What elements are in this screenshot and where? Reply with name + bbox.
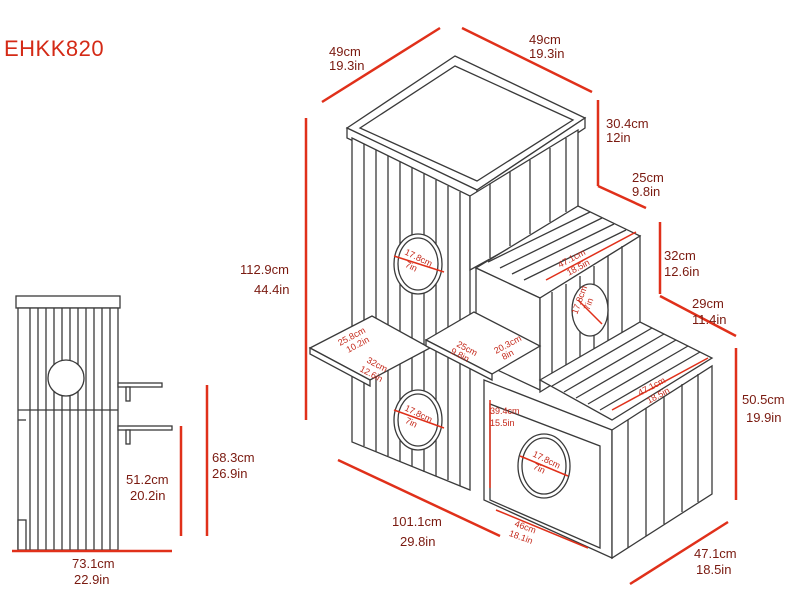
platform-right-width-in: 8in <box>500 347 515 361</box>
label-top-left-width: 49cm 19.3in <box>329 44 364 73</box>
label-side-total-width: 73.1cm 22.9in <box>72 556 115 587</box>
door-height-cm: 39.4cm <box>490 406 520 416</box>
hole-bottom-right-in: 7in <box>532 461 547 475</box>
main-dimension-lines <box>304 26 738 586</box>
side-height-lower-in: 20.2in <box>130 488 165 503</box>
step1-depth-cm: 25cm <box>632 170 664 185</box>
side-dimension-lines <box>12 385 209 553</box>
total-length-in: 29.8in <box>400 534 435 549</box>
mid-box-height-in: 12.6in <box>664 264 699 279</box>
top-right-depth-cm: 49cm <box>529 32 561 47</box>
bottom-box-height-in: 19.9in <box>746 410 781 425</box>
label-door-height: 39.4cm 15.5in <box>490 406 520 428</box>
label-side-height-lower: 51.2cm 20.2in <box>126 472 169 503</box>
side-total-width-cm: 73.1cm <box>72 556 115 571</box>
total-length-cm: 101.1cm <box>392 514 442 529</box>
hole-top-in: 7in <box>404 259 419 273</box>
label-step2-depth: 29cm 11.4in <box>692 296 726 327</box>
label-top-right-depth: 49cm 19.3in <box>529 32 564 61</box>
label-bottom-depth: 47.1cm 18.5in <box>694 546 737 577</box>
bottom-depth-in: 18.5in <box>696 562 731 577</box>
label-side-height-upper: 68.3cm 26.9in <box>212 450 255 481</box>
top-right-depth-in: 19.3in <box>529 46 564 61</box>
label-mid-box-height: 32cm 12.6in <box>664 248 699 279</box>
side-view <box>15 295 173 551</box>
step2-depth-cm: 29cm <box>692 296 724 311</box>
top-box-height-cm: 30.4cm <box>606 116 649 131</box>
top-left-width-in: 19.3in <box>329 58 364 73</box>
total-height-cm: 112.9cm <box>240 262 289 277</box>
label-bottom-box-height: 50.5cm 19.9in <box>742 392 785 425</box>
bottom-box-height-cm: 50.5cm <box>742 392 785 407</box>
label-total-length: 101.1cm 29.8in <box>392 514 442 549</box>
bottom-depth-cm: 47.1cm <box>694 546 737 561</box>
side-total-width-in: 22.9in <box>74 572 109 587</box>
platforms <box>308 311 542 388</box>
side-height-upper-in: 26.9in <box>212 466 247 481</box>
model-number: EHKK820 <box>4 36 105 61</box>
bottom-left-entry-hole <box>393 389 443 451</box>
top-left-width-cm: 49cm <box>329 44 361 59</box>
total-height-in: 44.4in <box>254 282 289 297</box>
top-box <box>345 55 587 491</box>
middle-entry-hole <box>571 283 609 337</box>
hole-bottom-left-in: 7in <box>404 415 419 429</box>
label-step1-depth: 25cm 9.8in <box>632 170 664 199</box>
bottom-box <box>393 321 714 560</box>
side-height-upper-cm: 68.3cm <box>212 450 255 465</box>
mid-box-height-cm: 32cm <box>664 248 696 263</box>
step2-depth-in: 11.4in <box>692 312 726 327</box>
top-box-height-in: 12in <box>606 130 631 145</box>
hole-mid-in: 7in <box>582 297 596 312</box>
label-top-box-height: 30.4cm 12in <box>606 116 649 145</box>
label-total-height: 112.9cm 44.4in <box>240 262 289 297</box>
step1-depth-in: 9.8in <box>632 184 660 199</box>
dimension-labels: 49cm 19.3in 49cm 19.3in 30.4cm 12in 25cm… <box>72 32 785 587</box>
door-height-in: 15.5in <box>490 418 515 428</box>
side-entry-hole <box>47 359 85 397</box>
side-height-lower-cm: 51.2cm <box>126 472 169 487</box>
